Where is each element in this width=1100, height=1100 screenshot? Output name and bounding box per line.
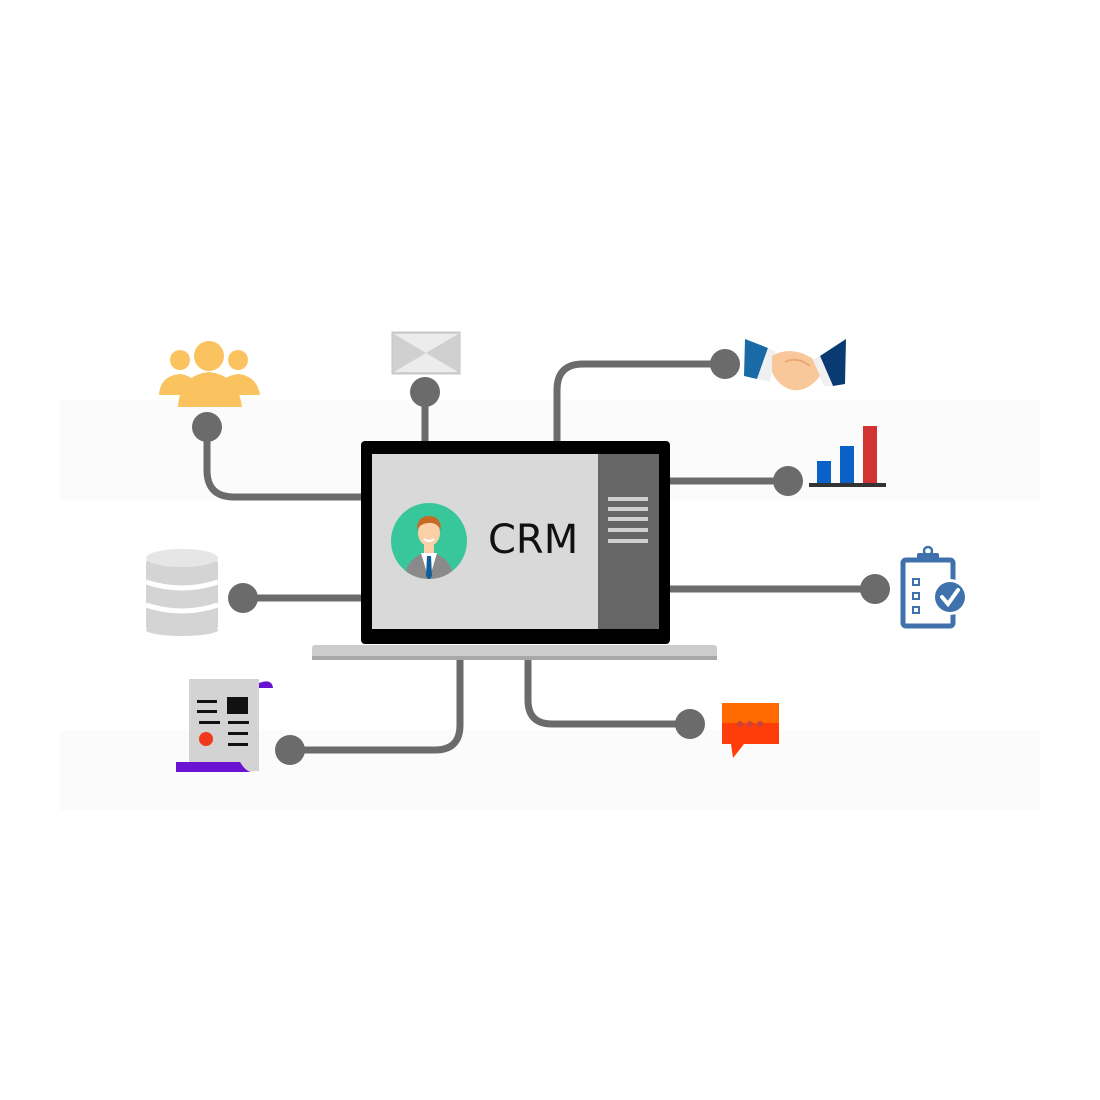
laptop: CRM bbox=[312, 441, 717, 660]
crm-label: CRM bbox=[488, 517, 578, 563]
document-scroll-icon bbox=[176, 679, 273, 772]
connectors bbox=[203, 360, 879, 754]
bar-chart-icon bbox=[809, 426, 886, 487]
avatar-icon bbox=[391, 503, 467, 579]
envelope-icon bbox=[391, 331, 461, 375]
chat-bubble-icon bbox=[722, 703, 779, 758]
users-group-icon bbox=[159, 341, 260, 407]
handshake-icon bbox=[744, 339, 846, 391]
connector-partnership bbox=[553, 360, 729, 446]
connector-dots bbox=[192, 349, 890, 765]
database-icon bbox=[145, 549, 219, 636]
connector-contacts bbox=[203, 423, 366, 501]
connector-documents bbox=[286, 654, 464, 754]
clipboard-check-icon bbox=[900, 545, 968, 629]
menu-lines-icon bbox=[608, 497, 648, 543]
connector-chat bbox=[524, 654, 694, 728]
